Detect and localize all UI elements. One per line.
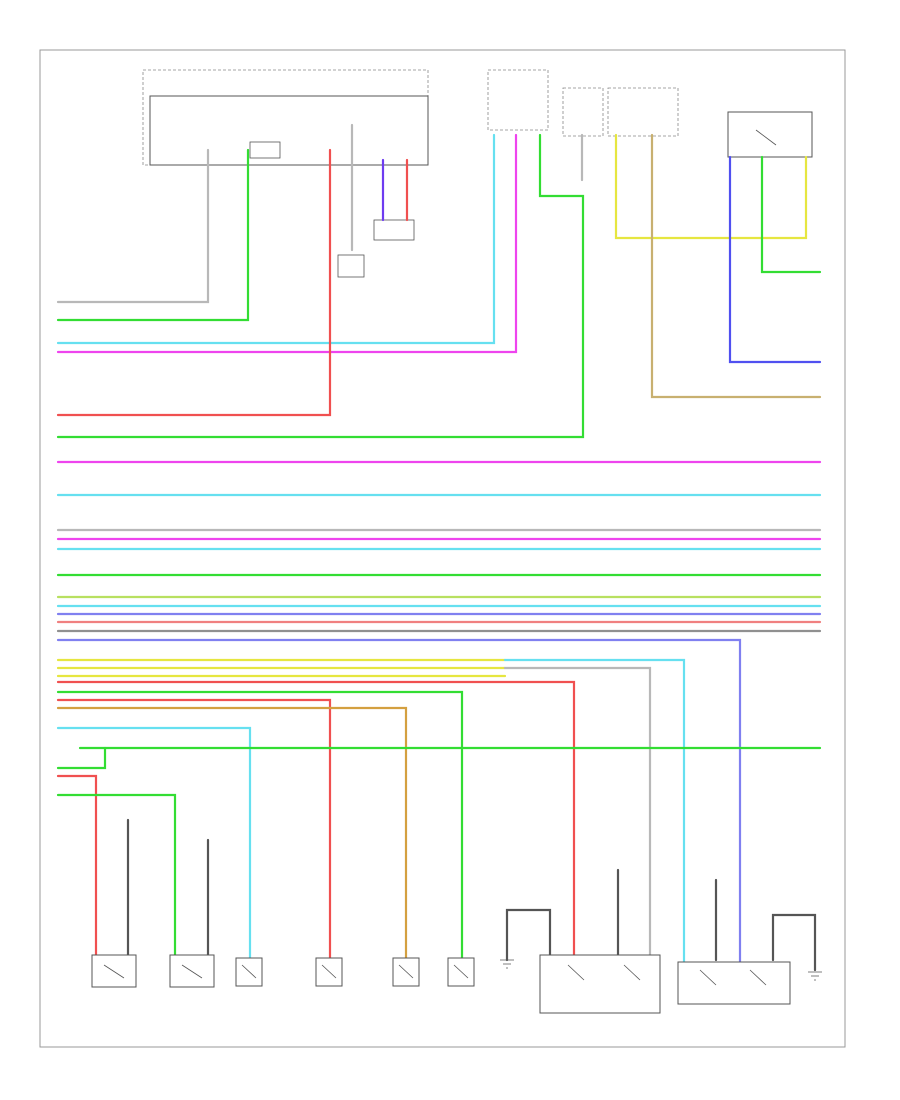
top-components [142,69,813,278]
wire-yellow-top-right [614,133,808,240]
control-module-relay-box [249,141,281,159]
top-right-module-switch [755,129,777,146]
wire-tan-top-right [650,133,822,399]
wire-black-loop-right [771,913,817,972]
wire-red-left-down [56,774,98,960]
back-door-opener-switch [677,961,791,1005]
ground-symbol-icon [500,959,514,969]
switch-group-left [562,87,604,137]
wire-light-green-down [56,746,107,770]
wire-light-blue-bottom [503,658,686,970]
switch-front-door-right [169,954,215,988]
switch-symbol-icon [241,964,257,979]
switch-symbol-icon [623,964,641,981]
wire-pink-bottom [56,698,332,962]
wire-red-bottom [56,680,576,957]
connector-block-white [337,254,365,278]
switch-symbol-icon [103,964,125,979]
bottom-switches [91,954,822,1014]
control-module-inner [149,95,429,166]
wire-white-top [56,148,210,304]
wire-red-top [56,148,332,417]
wire-blue-top-right [728,155,822,364]
back-door-lock-assembly [539,954,661,1014]
wire-white-bottom [503,666,652,957]
junction-module [487,69,549,131]
wire-orange-bottom [56,706,408,962]
switch-symbol-icon [321,964,337,979]
wire-green-junction [56,133,585,439]
wire-pink-top [56,133,518,354]
wire-green-left-down [56,793,177,960]
wire-light-blue-bottom-2 [56,726,252,962]
ground-symbol-icon [808,971,822,981]
switch-symbol-icon [567,964,585,981]
top-right-module [727,111,813,158]
wire-light-blue-top [56,133,496,345]
diagram-border [39,49,846,1048]
switch-group-middle [607,87,679,137]
switch-symbol-icon [749,969,767,986]
switch-front-door-left [91,954,137,988]
wire-harness [56,123,822,972]
switch-symbol-icon [699,969,717,986]
switch-symbol-icon [453,964,469,979]
connector-block-purple-red [373,219,415,241]
wire-green-top-right [760,155,822,274]
switch-symbol-icon [181,964,203,979]
switch-symbol-icon [398,964,414,979]
wire-black-loop [505,908,552,962]
wire-green-bottom [56,690,464,962]
wire-blue-bottom [56,638,742,970]
wire-green-top [56,148,250,322]
